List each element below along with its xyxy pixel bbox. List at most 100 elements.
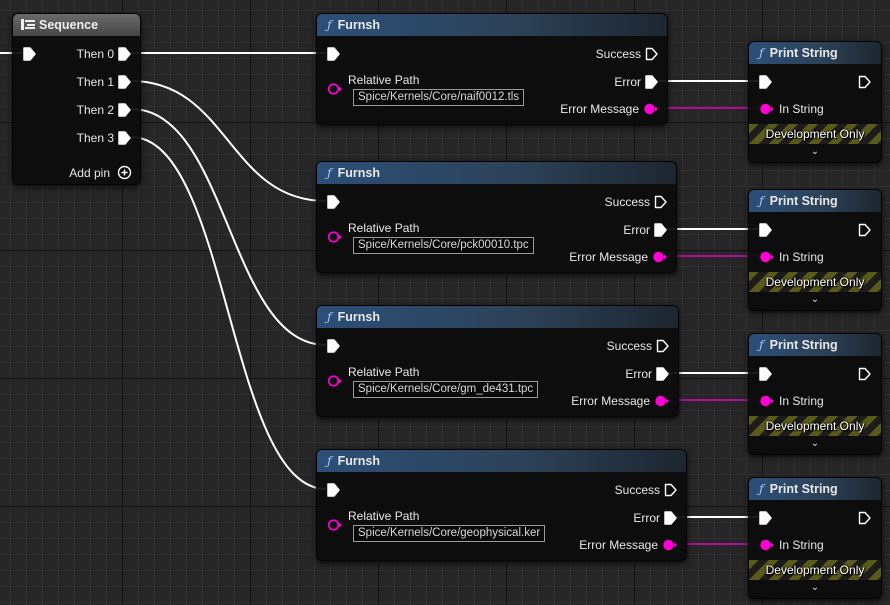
relative-path-label: Relative Path <box>348 509 420 523</box>
chevron-down-icon[interactable]: ⌄ <box>810 294 820 305</box>
relative-path-label: Relative Path <box>348 221 420 235</box>
function-icon: ƒ <box>759 337 764 352</box>
furnsh-exec-in-pin[interactable] <box>327 195 341 209</box>
furnsh-node-2[interactable]: ƒ Furnsh Success Relative Path Spice/Kern… <box>316 161 677 273</box>
error-message-pin[interactable] <box>654 394 670 408</box>
then-3-label: Then 3 <box>76 131 114 145</box>
error-pin[interactable] <box>645 75 659 89</box>
print-string-node-2-header[interactable]: ƒ Print String <box>749 190 881 212</box>
sequence-node[interactable]: Sequence Then 0 Then 1 Then 2 Then 3 Add… <box>12 13 141 185</box>
error-message-pin[interactable] <box>643 102 659 116</box>
then-3-pin[interactable] <box>118 131 132 145</box>
chevron-down-icon[interactable]: ⌄ <box>810 438 820 449</box>
error-pin[interactable] <box>656 367 670 381</box>
error-message-label: Error Message <box>571 394 650 408</box>
error-message-label: Error Message <box>569 250 648 264</box>
error-pin[interactable] <box>654 223 668 237</box>
add-pin-button[interactable]: Add pin <box>69 166 110 180</box>
in-string-pin[interactable] <box>759 102 775 116</box>
print-string-title: Print String <box>769 338 838 352</box>
function-icon: ƒ <box>759 45 764 60</box>
in-string-label: In String <box>779 102 824 116</box>
furnsh-node-2-header[interactable]: ƒ Furnsh <box>317 162 676 184</box>
print-exec-out-pin[interactable] <box>858 223 872 237</box>
print-exec-out-pin[interactable] <box>858 367 872 381</box>
error-message-label: Error Message <box>560 102 639 116</box>
function-icon: ƒ <box>759 481 764 496</box>
error-label: Error <box>625 367 652 381</box>
print-string-node-3[interactable]: ƒ Print String In String Development Only… <box>748 333 882 455</box>
error-label: Error <box>614 75 641 89</box>
then-1-label: Then 1 <box>76 75 114 89</box>
exec-wire-then-1 <box>130 80 327 202</box>
relative-path-label: Relative Path <box>348 73 420 87</box>
plus-circle-icon[interactable] <box>117 165 132 180</box>
print-exec-in-pin[interactable] <box>759 511 773 525</box>
furnsh-exec-in-pin[interactable] <box>327 483 341 497</box>
success-pin[interactable] <box>645 47 659 61</box>
error-message-pin[interactable] <box>662 538 678 552</box>
print-exec-in-pin[interactable] <box>759 367 773 381</box>
in-string-label: In String <box>779 394 824 408</box>
success-label: Success <box>606 339 652 353</box>
success-pin[interactable] <box>656 339 670 353</box>
chevron-down-icon[interactable]: ⌄ <box>810 582 820 593</box>
sequence-icon <box>21 19 35 30</box>
relative-path-input[interactable]: Spice/Kernels/Core/gm_de431.tpc <box>353 381 539 398</box>
print-string-node-3-header[interactable]: ƒ Print String <box>749 334 881 356</box>
function-icon: ƒ <box>327 17 332 32</box>
relative-path-pin[interactable] <box>327 82 343 96</box>
success-label: Success <box>595 47 641 61</box>
exec-wire-then-3 <box>130 136 327 490</box>
in-string-pin[interactable] <box>759 394 775 408</box>
in-string-pin[interactable] <box>759 538 775 552</box>
furnsh-node-3-header[interactable]: ƒ Furnsh <box>317 306 678 328</box>
furnsh-exec-in-pin[interactable] <box>327 47 341 61</box>
relative-path-pin[interactable] <box>327 230 343 244</box>
furnsh-title: Furnsh <box>337 310 380 324</box>
print-exec-in-pin[interactable] <box>759 223 773 237</box>
then-0-pin[interactable] <box>118 47 132 61</box>
success-pin[interactable] <box>654 195 668 209</box>
furnsh-title: Furnsh <box>337 454 380 468</box>
error-message-pin[interactable] <box>652 250 668 264</box>
then-0-label: Then 0 <box>76 47 114 61</box>
relative-path-input[interactable]: Spice/Kernels/Core/naif0012.tls <box>353 89 525 106</box>
success-pin[interactable] <box>664 483 678 497</box>
then-2-pin[interactable] <box>118 103 132 117</box>
relative-path-input[interactable]: Spice/Kernels/Core/pck00010.tpc <box>353 237 534 254</box>
exec-in-pin[interactable] <box>23 47 37 61</box>
relative-path-pin[interactable] <box>327 518 343 532</box>
relative-path-input[interactable]: Spice/Kernels/Core/geophysical.ker <box>353 525 546 542</box>
chevron-down-icon[interactable]: ⌄ <box>810 146 820 157</box>
print-exec-in-pin[interactable] <box>759 75 773 89</box>
in-string-label: In String <box>779 538 824 552</box>
furnsh-exec-in-pin[interactable] <box>327 339 341 353</box>
success-label: Success <box>604 195 650 209</box>
then-1-pin[interactable] <box>118 75 132 89</box>
print-string-title: Print String <box>769 194 838 208</box>
error-pin[interactable] <box>664 511 678 525</box>
furnsh-title: Furnsh <box>337 166 380 180</box>
in-string-pin[interactable] <box>759 250 775 264</box>
print-exec-out-pin[interactable] <box>858 511 872 525</box>
function-icon: ƒ <box>327 309 332 324</box>
relative-path-pin[interactable] <box>327 374 343 388</box>
development-only-banner: Development Only <box>749 416 881 436</box>
print-exec-out-pin[interactable] <box>858 75 872 89</box>
function-icon: ƒ <box>759 193 764 208</box>
development-only-banner: Development Only <box>749 124 881 144</box>
sequence-node-header[interactable]: Sequence <box>13 14 140 36</box>
function-icon: ƒ <box>327 165 332 180</box>
exec-wire-then-2 <box>130 108 327 346</box>
